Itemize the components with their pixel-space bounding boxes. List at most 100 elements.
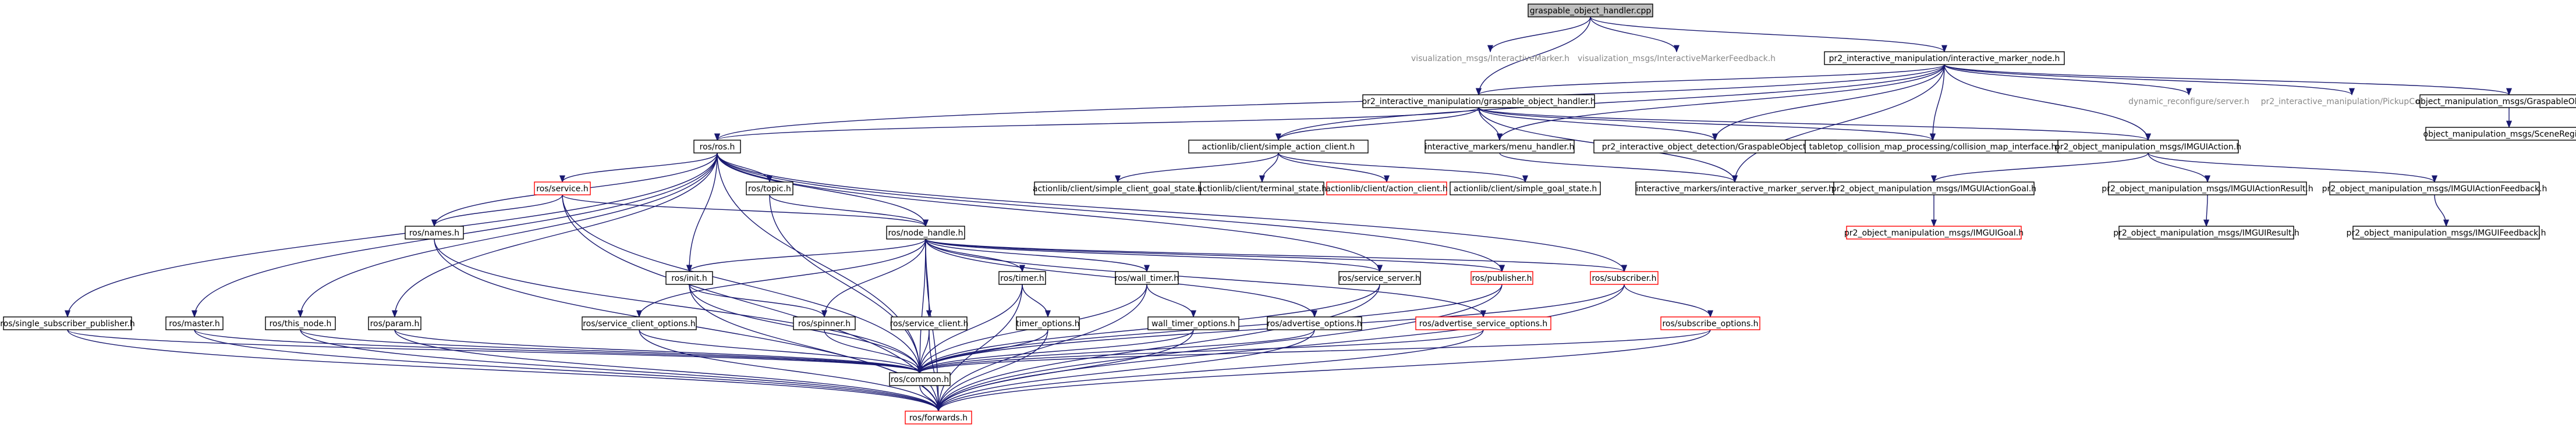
edge-nh-to-init [686, 238, 926, 273]
node-box [1338, 271, 1421, 285]
node-fwd[interactable]: ros/forwards.h [905, 411, 972, 425]
node-sc_gs[interactable]: actionlib/client/simple_client_goal_stat… [1033, 181, 1203, 195]
node-box [2352, 226, 2540, 240]
node-box [2108, 181, 2307, 195]
node-box [886, 226, 965, 240]
node-im_goal[interactable]: pr2_object_manipulation_msgs/IMGUIGoal.h [1844, 226, 2024, 240]
edge-init-to-fwd [689, 284, 941, 412]
edge-nh-to-common [916, 238, 926, 374]
node-box [1188, 140, 1369, 154]
nodes-layer: graspable_object_handler.cpp visualizatio… [0, 3, 2576, 425]
node-im_act[interactable]: pr2_object_manipulation_msgs/IMGUIAction… [2055, 140, 2241, 154]
node-timer_opt[interactable]: timer_options.h [1016, 316, 1080, 330]
node-common[interactable]: ros/common.h [889, 372, 951, 386]
node-im_mh[interactable]: interactive_markers/menu_handler.h [1425, 140, 1575, 154]
node-adv_opt[interactable]: ros/advertise_options.h [1267, 316, 1362, 330]
node-spinner[interactable]: ros/spinner.h [793, 316, 856, 330]
node-sub[interactable]: ros/subscriber.h [1590, 271, 1659, 285]
node-box [1362, 94, 1595, 108]
node-label: actionlib/client/terminal_state.h [1197, 184, 1327, 194]
edge-timer_opt-to-fwd [935, 329, 1048, 412]
node-single_sub[interactable]: ros/single_subscriber_publisher.h [0, 316, 135, 330]
edge-srv_cli_opt-to-fwd [639, 329, 941, 412]
node-wtimer[interactable]: ros/wall_timer.h [1115, 271, 1179, 285]
node-param[interactable]: ros/param.h [368, 316, 421, 330]
node-im_goal_a[interactable]: pr2_object_manipulation_msgs/IMGUIAction… [1831, 181, 2036, 195]
node-srv_client[interactable]: ros/service_client.h [890, 316, 969, 330]
node-term[interactable]: actionlib/client/terminal_state.h [1197, 181, 1327, 195]
node-pr2_goh[interactable]: pr2_interactive_manipulation/graspable_o… [1362, 94, 1596, 108]
node-sg_state[interactable]: actionlib/client/simple_goal_state.h [1450, 181, 1601, 195]
node-pr2_ogol[interactable]: pr2_interactive_object_detection/Graspab… [1593, 140, 1837, 154]
node-act_cli[interactable]: actionlib/client/action_client.h [1326, 181, 1448, 195]
node-nh[interactable]: ros/node_handle.h [886, 226, 965, 240]
edge-topic-to-nh [769, 194, 929, 227]
edge-pr2_imn-to-ros [714, 64, 1945, 141]
node-pr2_imn[interactable]: pr2_interactive_manipulation/interactive… [1824, 51, 2065, 65]
edge-pr2_goh-to-pr2_ogol [1478, 107, 1718, 141]
node-label: object_manipulation_msgs/GraspableObject… [2415, 97, 2576, 106]
node-box [582, 316, 697, 330]
node-sub_opt[interactable]: ros/subscribe_options.h [1660, 316, 1760, 330]
node-box [405, 226, 464, 240]
node-box [1267, 316, 1362, 330]
node-label: ros/master.h [169, 319, 219, 329]
edge-wtimer-to-fwd [935, 284, 1147, 412]
edge-sub_opt-to-common [917, 329, 1711, 374]
node-tabletop[interactable]: tabletop_collision_map_processing/collis… [1805, 140, 2061, 154]
node-names[interactable]: ros/names.h [405, 226, 464, 240]
edge-single_sub-to-fwd [67, 329, 941, 412]
edge-ros-to-single_sub [65, 152, 718, 318]
node-service[interactable]: ros/service.h [534, 181, 591, 195]
node-label: ros/wall_timer.h [1115, 274, 1179, 283]
node-init[interactable]: ros/init.h [665, 271, 713, 285]
node-box [889, 372, 951, 386]
node-timer[interactable]: ros/timer.h [998, 271, 1046, 285]
edge-timer-to-timer_opt [1022, 284, 1051, 318]
node-label: graspable_object_handler.cpp [1530, 6, 1652, 16]
edge-init-to-spinner [689, 284, 827, 318]
edge-nh-to-srv_cli_opt [636, 238, 926, 318]
node-pub[interactable]: ros/publisher.h [1471, 271, 1533, 285]
edge-root-to-vis_im [1487, 16, 1591, 53]
node-ros[interactable]: ros/ros.h [693, 140, 741, 154]
node-vis_im[interactable]: visualization_msgs/InteractiveMarker.h [1411, 54, 1569, 63]
edge-pr2_imn-to-im_mh [1497, 64, 1945, 141]
node-adv_srv_opt[interactable]: ros/advertise_service_options.h [1415, 316, 1551, 330]
node-box [693, 140, 741, 154]
node-dyn[interactable]: dynamic_reconfigure/server.h [2128, 97, 2249, 106]
node-im_res_a[interactable]: pr2_object_manipulation_msgs/IMGUIAction… [2102, 181, 2313, 195]
edge-service-to-names [431, 194, 563, 227]
node-topic[interactable]: ros/topic.h [746, 181, 793, 195]
edges-layer [65, 16, 2513, 412]
node-box [534, 181, 591, 195]
edge-pr2_imn-to-pr2_ogol [1712, 64, 1945, 141]
node-label: ros/subscribe_options.h [1662, 319, 1758, 329]
node-sac[interactable]: actionlib/client/simple_action_client.h [1188, 140, 1369, 154]
edge-sac-to-act_cli [1278, 152, 1390, 183]
edge-srv_client-to-fwd [929, 329, 942, 412]
node-im_fb_a[interactable]: pr2_object_manipulation_msgs/IMGUIAction… [2322, 181, 2547, 195]
node-vis_imf[interactable]: visualization_msgs/InteractiveMarkerFeed… [1578, 54, 1776, 63]
node-label: ros/publisher.h [1472, 274, 1532, 283]
node-pickup[interactable]: pr2_interactive_manipulation/PickupConfi… [2261, 97, 2443, 106]
node-root[interactable]: graspable_object_handler.cpp [1528, 3, 1653, 17]
edge-timer-to-fwd [935, 284, 1023, 412]
edge-sub_opt-to-fwd [936, 329, 1711, 412]
node-label: ros/spinner.h [798, 319, 851, 329]
node-srv_cli_opt[interactable]: ros/service_client_options.h [582, 316, 697, 330]
node-im_fb[interactable]: pr2_object_manipulation_msgs/IMGUIFeedba… [2347, 226, 2546, 240]
node-im_res[interactable]: pr2_object_manipulation_msgs/IMGUIResult… [2113, 226, 2299, 240]
node-srv_server[interactable]: ros/service_server.h [1338, 271, 1421, 285]
node-om_sr[interactable]: object_manipulation_msgs/SceneRegion.h [2423, 127, 2576, 141]
node-label: pr2_object_manipulation_msgs/IMGUIAction… [2322, 184, 2547, 194]
node-wtimer_opt[interactable]: wall_timer_options.h [1147, 316, 1239, 330]
node-label: actionlib/client/simple_client_goal_stat… [1033, 184, 1203, 194]
edge-root-to-pr2_goh [1475, 16, 1591, 96]
node-om_go[interactable]: object_manipulation_msgs/GraspableObject… [2415, 94, 2576, 108]
node-this_node[interactable]: ros/this_node.h [265, 316, 336, 330]
node-master[interactable]: ros/master.h [165, 316, 224, 330]
edge-pr2_goh-to-tabletop [1478, 107, 1936, 141]
node-ims[interactable]: interactive_markers/interactive_marker_s… [1635, 181, 1834, 195]
